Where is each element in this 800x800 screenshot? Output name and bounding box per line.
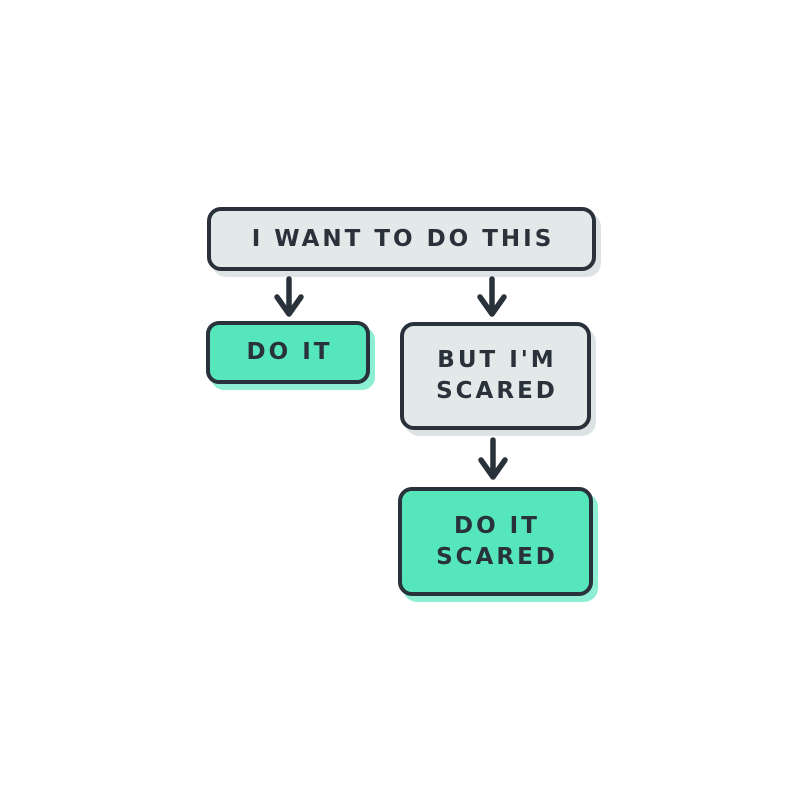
node-do-it-scared-label: DO IT SCARED [436, 512, 558, 570]
flowchart-node-do-it: DO IT [206, 321, 370, 384]
flowchart-node-want: I WANT TO DO THIS [207, 207, 596, 271]
node-want-label: I WANT TO DO THIS [251, 225, 555, 252]
flowchart-node-do-it-scared: DO IT SCARED [398, 487, 593, 596]
node-do-it-label: DO IT [246, 339, 333, 365]
node-but-im-scared-label: BUT I'M SCARED [436, 347, 558, 404]
arrow-down-icon [271, 276, 307, 318]
arrow-down-icon [474, 276, 510, 318]
arrow-down-icon [475, 437, 511, 481]
flowchart-node-but-im-scared: BUT I'M SCARED [400, 322, 591, 430]
